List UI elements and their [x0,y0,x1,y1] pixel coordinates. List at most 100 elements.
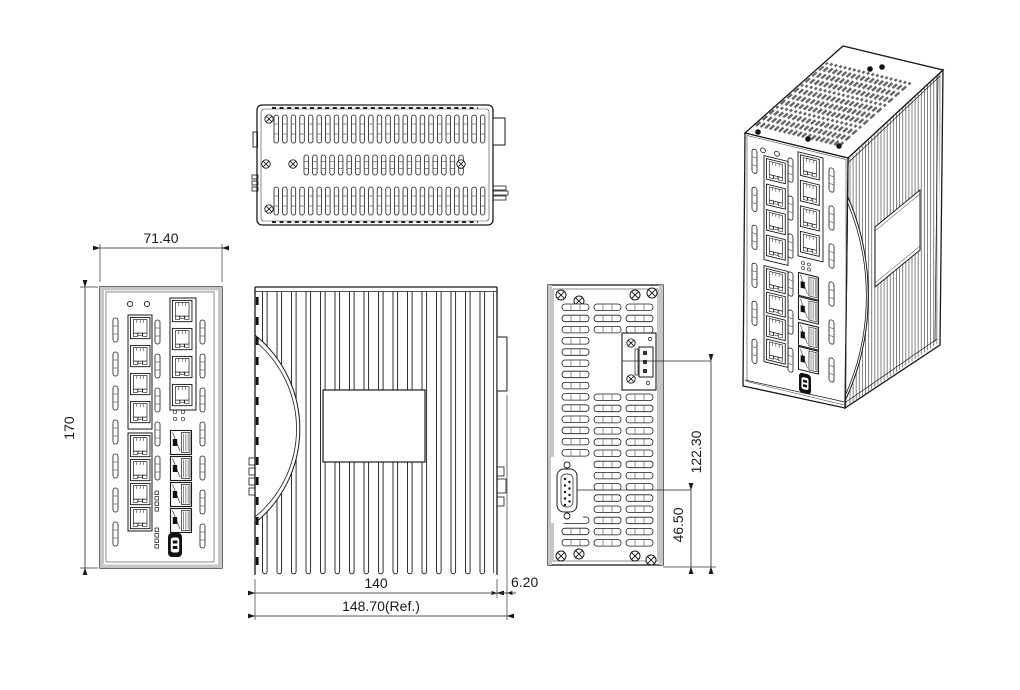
rj45-port-group-2 [127,432,153,532]
vent-slot [355,154,361,176]
vent-slot [154,353,161,379]
rj45-port-group-1 [127,314,153,430]
vent-slot [625,438,654,446]
vent-slot [593,427,622,435]
vent-slot [449,154,456,176]
iso-vent-slot-row [787,113,812,135]
top-screw-dot [805,136,811,142]
iso-vent-slot-row [825,94,850,117]
iso-vent-slot-row [839,97,864,120]
iso-vent-slot-row [846,71,870,94]
sfp-cage [797,271,819,301]
screw-icon [555,289,567,301]
vent-slot [593,314,622,323]
vent-slot [561,527,590,536]
screw-icon [645,554,657,566]
vent-slot [359,114,365,144]
vent-slot [828,166,835,194]
iso-vent-slot-row [832,68,857,90]
edge-dash [255,397,259,405]
vent-slot [112,351,119,377]
iso-vent-slot-row [855,73,880,96]
vent-slot [454,114,460,144]
vent-slot [625,528,654,536]
iso-front-face [742,132,849,409]
edge-dash [255,357,259,365]
edge-dash [255,537,259,545]
iso-vent-slot-row [819,120,844,143]
iso-vent-slot-row [804,61,829,84]
vent-slot [593,483,622,491]
vent-slot [342,114,348,144]
rj45-port [171,383,193,407]
sfp-cage [797,321,819,351]
top-screw-dot [836,143,842,149]
dimension-label-console-port-height: 46.50 [670,507,686,542]
usb-port [168,533,182,557]
edge-dash [255,337,259,345]
front-edge-connector-bumps [248,457,256,496]
vent-slot [625,303,654,311]
iso-vent-slot-row [841,70,866,93]
dimension-front-height: 170 [61,280,98,575]
iso-vent-slot-row [764,107,789,130]
screw-icon [555,550,567,562]
vent-slot [393,114,400,144]
vent-slot [411,186,417,216]
dimension-label-front-height: 170 [61,416,77,440]
iso-vent-slot-row [823,65,847,88]
iso-vent-slot-row [796,115,821,137]
vent-slot [337,154,344,176]
rj45-port [765,234,786,261]
sfp-cage [797,345,819,375]
vent-slot [561,325,590,334]
vent-slot [787,233,794,260]
vent-slot [828,242,835,270]
din-rail-clip-top [492,117,509,201]
vent-slot [299,186,305,216]
iso-fin-cutout-fill [845,196,869,400]
vent-slot [199,319,206,345]
sfp-cage [169,507,193,534]
vent-slot [290,114,297,144]
vent-slot [828,318,835,346]
edge-dash [255,557,259,565]
top-screw-dot [867,66,873,72]
power-terminal-block [621,332,657,391]
vent-slot [625,516,654,525]
vent-slot [316,114,322,144]
iso-vent-slot-row [830,95,855,118]
vent-slot [625,494,654,502]
screw-icon [626,374,636,384]
iso-vent-slot-row [755,105,780,127]
rj45-port [799,205,820,232]
vent-slot [593,449,622,457]
vent-slot [359,186,365,216]
vent-slot [333,114,340,144]
edge-dash [255,517,259,525]
vent-slot [112,487,119,513]
rj45-port [129,400,151,424]
vent-slot [625,449,654,457]
rear-edge-shade-left [548,285,552,565]
vent-slot [273,186,279,216]
heatsink-fin [305,291,312,575]
vent-slot [828,280,835,308]
iso-vent-slot-row [835,96,860,119]
screw-icon [261,159,271,169]
iso-vent-slot-row [878,79,903,102]
vent-slot [625,471,654,480]
vent-slot [342,186,348,216]
vent-slot [428,186,434,216]
iso-vent-slot-row [848,100,873,122]
vent-slot [398,154,404,176]
vent-slot [625,393,654,401]
vent-slot [368,114,374,144]
dimension-label-power-terminal-height: 122.30 [688,430,704,473]
vent-slot [406,154,413,176]
vent-slot [593,393,622,401]
iso-vent-slot-row [773,109,798,132]
vent-slot [787,195,794,222]
vent-slot [751,300,758,327]
